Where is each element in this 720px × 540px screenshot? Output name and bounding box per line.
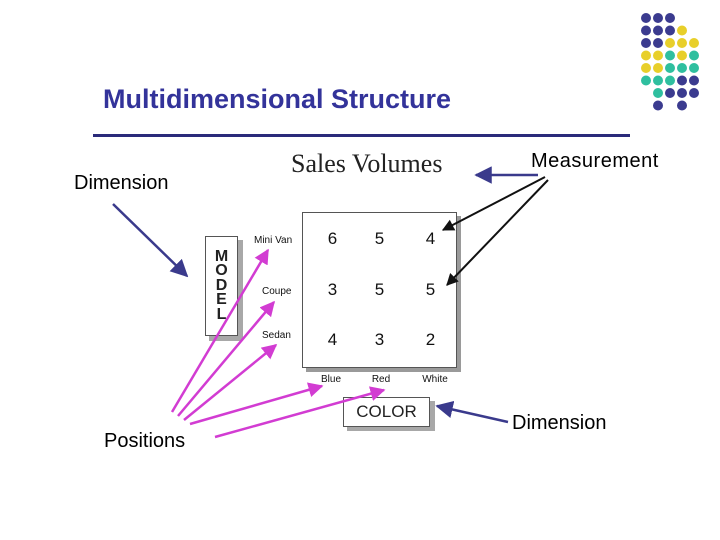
- decorative-dot: [689, 63, 699, 73]
- positions-label: Positions: [104, 430, 186, 452]
- column-label-white: White: [422, 374, 448, 385]
- cube-cell: 5: [374, 280, 385, 299]
- decorative-dot-pattern: [641, 13, 699, 111]
- decorative-dot: [653, 25, 663, 36]
- decorative-dot: [653, 88, 663, 98]
- cube-cell: 4: [425, 229, 436, 248]
- title-divider: [93, 134, 630, 137]
- decorative-dot: [653, 50, 663, 61]
- arrow-dimension-to-color: [435, 400, 509, 424]
- decorative-dot: [677, 38, 687, 48]
- cube-cell: 2: [425, 330, 436, 349]
- decorative-dot: [689, 38, 699, 48]
- decorative-dot: [665, 50, 675, 61]
- decorative-dot: [665, 63, 675, 73]
- decorative-dot: [689, 50, 699, 61]
- cube-cell: 3: [327, 280, 338, 299]
- model-dimension-box: M O D E L: [205, 236, 238, 336]
- dimension-label-left: Dimension: [74, 172, 169, 194]
- cube-cell: 5: [425, 280, 436, 299]
- decorative-dot: [677, 25, 687, 36]
- decorative-dot: [689, 88, 699, 98]
- color-dimension-box: COLOR: [343, 397, 430, 427]
- decorative-dot: [677, 63, 687, 73]
- decorative-dot: [641, 50, 651, 61]
- decorative-dot: [653, 100, 663, 111]
- decorative-dot: [677, 75, 687, 86]
- decorative-dot: [677, 88, 687, 98]
- sales-cube-grid: 6 5 4 3 5 5 4 3 2: [302, 212, 457, 368]
- slide-title: Multidimensional Structure: [103, 84, 452, 114]
- cube-cell: 3: [374, 330, 385, 349]
- measurement-label: Measurement: [531, 150, 659, 172]
- column-label-red: Red: [371, 374, 391, 385]
- cube-cell: 4: [327, 330, 338, 349]
- column-label-blue: Blue: [320, 374, 341, 385]
- decorative-dot: [677, 50, 687, 61]
- row-label-sedan: Sedan: [262, 330, 291, 341]
- decorative-dot: [677, 100, 687, 111]
- cube-cell: 6: [327, 229, 338, 248]
- decorative-dot: [665, 25, 675, 36]
- arrow-measurement-to-cell-mid: [446, 179, 549, 286]
- cube-cell: 5: [374, 229, 385, 248]
- decorative-dot: [653, 38, 663, 48]
- decorative-dot: [641, 25, 651, 36]
- decorative-dot: [641, 75, 651, 86]
- decorative-dot: [689, 75, 699, 86]
- row-label-mini-van: Mini Van: [254, 235, 293, 246]
- decorative-dot: [653, 13, 663, 23]
- decorative-dot: [653, 75, 663, 86]
- decorative-dot: [665, 75, 675, 86]
- decorative-dot: [665, 13, 675, 23]
- decorative-dot: [665, 38, 675, 48]
- decorative-dot: [641, 38, 651, 48]
- row-label-coupe: Coupe: [262, 286, 292, 297]
- decorative-dot: [665, 88, 675, 98]
- model-letter: L: [216, 305, 227, 323]
- arrow-positions-to-sedan: [183, 344, 278, 421]
- decorative-dot: [641, 63, 651, 73]
- arrow-positions-to-blue: [189, 382, 324, 426]
- decorative-dot: [653, 63, 663, 73]
- decorative-dot: [641, 13, 651, 23]
- sales-volumes-label: Sales Volumes: [291, 149, 443, 178]
- arrow-dimension-to-model: [112, 203, 189, 278]
- dimension-label-right: Dimension: [512, 412, 607, 434]
